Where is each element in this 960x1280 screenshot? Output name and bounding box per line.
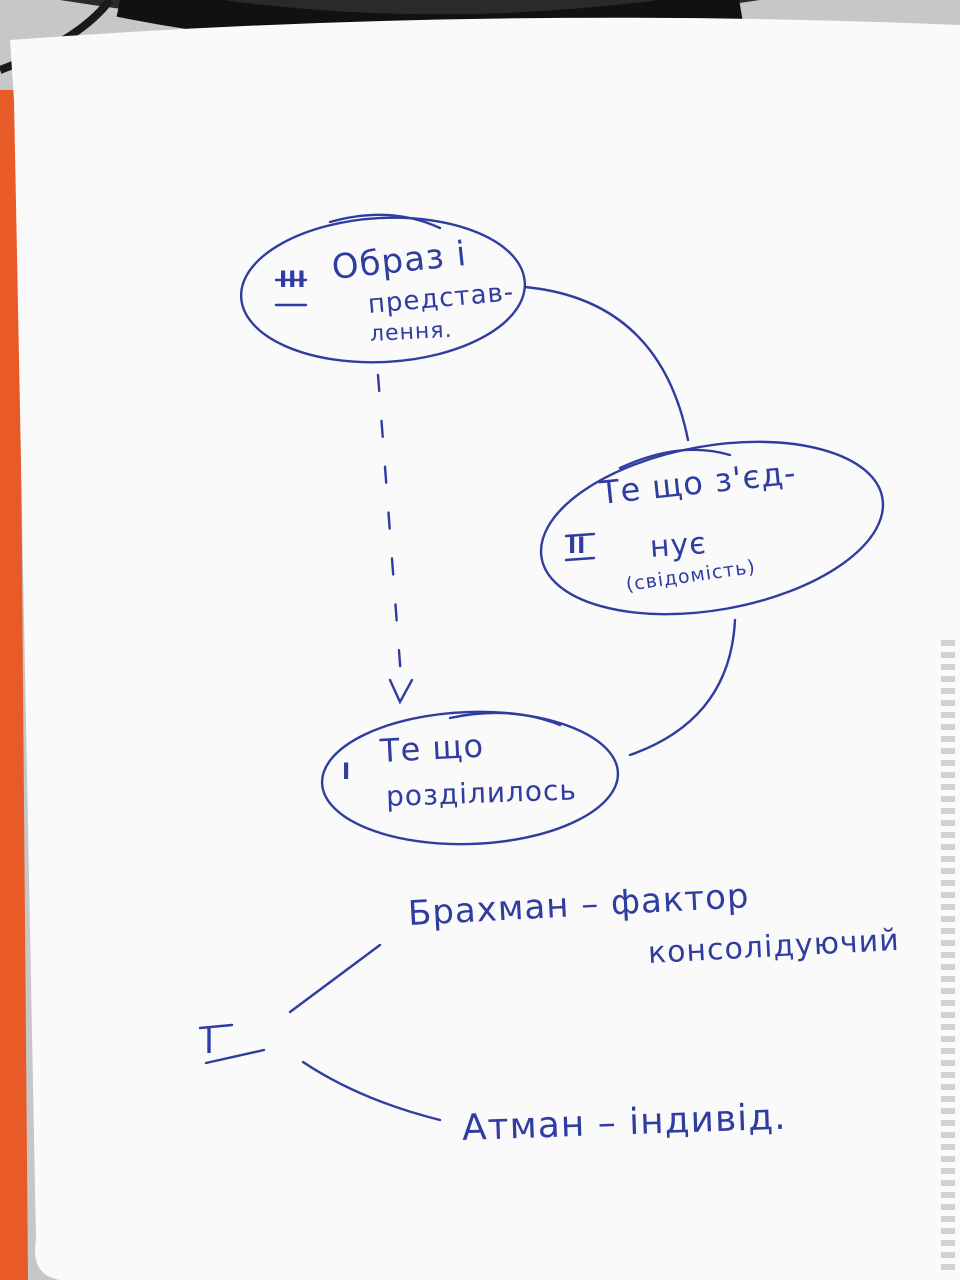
branch-line-lower	[301, 1060, 442, 1122]
ellipse-one-line1: Те що	[379, 726, 485, 770]
ellipse-two-numeral: II	[568, 534, 587, 559]
ellipse-three	[239, 216, 527, 364]
ellipse-two-line2: нує	[648, 526, 708, 565]
branch-line-upper	[288, 943, 382, 1014]
paper-sheet	[10, 17, 960, 1280]
connector-three-to-two	[523, 285, 690, 442]
notebook-cover-edge	[0, 90, 28, 1280]
numeral-two-box	[564, 532, 596, 562]
ellipse-two-overstroke	[618, 448, 732, 470]
ellipse-one	[320, 710, 620, 846]
dashed-arrow-head	[388, 678, 414, 705]
numeral-three-box	[274, 278, 308, 307]
branch-root-numeral: I	[204, 1022, 216, 1062]
ellipse-one-line2: розділилось	[385, 773, 578, 813]
ellipse-three-line3: лення.	[369, 317, 454, 347]
connector-two-to-one	[628, 618, 737, 757]
ellipse-one-numeral: I	[342, 760, 352, 785]
ellipse-one-overstroke	[448, 711, 562, 727]
numeral-root-box	[198, 1023, 266, 1065]
ellipse-three-overstroke	[328, 213, 442, 230]
dashed-arrow-line	[376, 373, 404, 692]
ellipse-three-numeral: III	[279, 268, 307, 293]
ellipse-two	[539, 440, 885, 616]
